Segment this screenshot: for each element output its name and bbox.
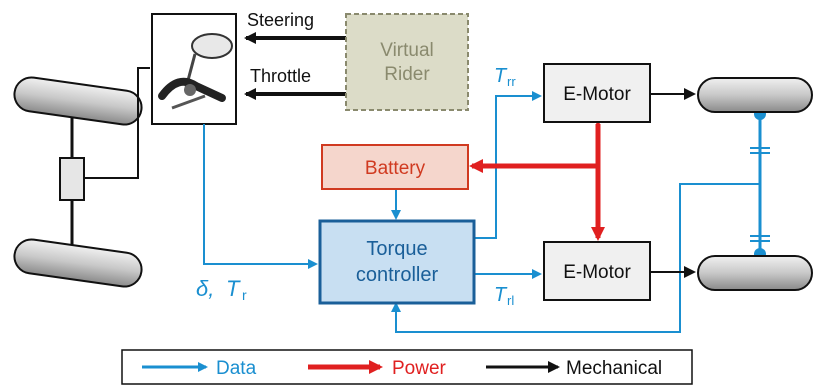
legend-data-label: Data <box>216 358 257 379</box>
legend-mechanical-label: Mechanical <box>566 358 662 379</box>
e-motor-bottom-frame <box>543 241 651 301</box>
e-motor-top-frame <box>543 63 651 123</box>
steering-linkage-line <box>84 67 150 179</box>
battery-frame <box>321 144 469 190</box>
e-motor-top-label: E-Motor <box>563 84 631 105</box>
handlebar-icon <box>158 33 233 110</box>
torque-controller-frame <box>318 219 476 305</box>
rear-wheel-left <box>13 238 143 288</box>
delta-symbol: δ, <box>196 276 214 301</box>
handlebar-box <box>151 13 237 125</box>
torque-controller-line1: Torque <box>366 238 427 260</box>
trr-subscript: rr <box>507 74 516 89</box>
legend-power-label: Power <box>392 358 447 379</box>
legend: Data Power Mechanical <box>121 349 693 385</box>
trl-subscript: rl <box>507 293 514 308</box>
trl-symbol: T <box>494 284 508 306</box>
battery-label: Battery <box>365 158 426 179</box>
right-wheel-bottom <box>697 255 813 291</box>
chassis-left <box>13 67 150 288</box>
handlebar-to-controller-data-arrow <box>203 124 318 269</box>
virtual-rider-frame <box>345 13 469 111</box>
throttle-label: Throttle <box>250 66 311 86</box>
handlebar-frame <box>151 13 237 125</box>
tr-subscript: r <box>242 287 247 303</box>
torque-controller-box: Torque controller <box>318 219 476 305</box>
virtual-rider-line1: Virtual <box>380 40 434 61</box>
battery-box: Battery <box>321 144 469 190</box>
virtual-rider-line2: Rider <box>384 64 430 85</box>
torque-controller-line2: controller <box>356 264 439 286</box>
front-wheel-left <box>13 76 143 126</box>
legend-frame <box>121 349 693 385</box>
e-motor-top-box: E-Motor <box>543 63 651 123</box>
tr-symbol: T <box>226 276 241 301</box>
steering-label: Steering <box>247 10 314 30</box>
e-motor-bottom-label: E-Motor <box>563 262 631 283</box>
right-wheel-top <box>697 77 813 113</box>
trr-symbol: T <box>494 65 508 87</box>
chassis-gearbox-block <box>59 157 85 201</box>
wheel-speed-feedback-data-arrow <box>391 183 760 333</box>
virtual-rider-box: Virtual Rider <box>345 13 469 111</box>
e-motor-bottom-box: E-Motor <box>543 241 651 301</box>
